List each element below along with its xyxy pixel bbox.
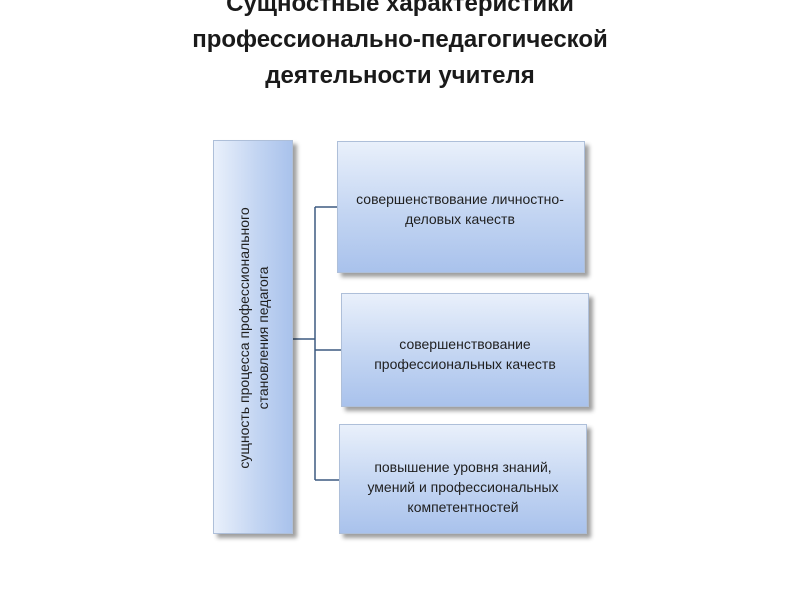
slide-title: Сущностные характеристики профессиональн… [0, 0, 800, 94]
title-line: профессионально-педагогической [192, 26, 608, 53]
child-node-line: профессиональных качеств [374, 356, 556, 372]
child-node-line: компетентностей [407, 499, 519, 515]
child-node-knowledge-level: повышение уровня знаний, умений и профес… [339, 424, 587, 534]
child-node-line: совершенствование [399, 336, 531, 352]
child-node-professional-qualities: совершенствование профессиональных качес… [341, 293, 589, 407]
child-node-line: деловых качеств [405, 211, 515, 227]
title-line: деятельности учителя [265, 62, 535, 89]
root-node: сущность процесса профессионального стан… [213, 140, 293, 534]
child-node-text: совершенствование профессиональных качес… [346, 334, 584, 374]
child-node-text: повышение уровня знаний, умений и профес… [344, 457, 582, 517]
root-node-text: сущность процесса профессионального стан… [235, 148, 273, 528]
child-node-line: повышение уровня знаний, [374, 459, 552, 475]
root-node-line: сущность процесса профессионального [236, 207, 252, 469]
child-node-text: совершенствование личностно- деловых кач… [340, 189, 580, 229]
child-node-personal-qualities: совершенствование личностно- деловых кач… [337, 141, 585, 273]
child-node-line: умений и профессиональных [367, 479, 559, 495]
title-line: Сущностные характеристики [226, 0, 574, 17]
child-node-line: совершенствование личностно- [356, 191, 564, 207]
root-node-line: становления педагога [255, 266, 271, 410]
